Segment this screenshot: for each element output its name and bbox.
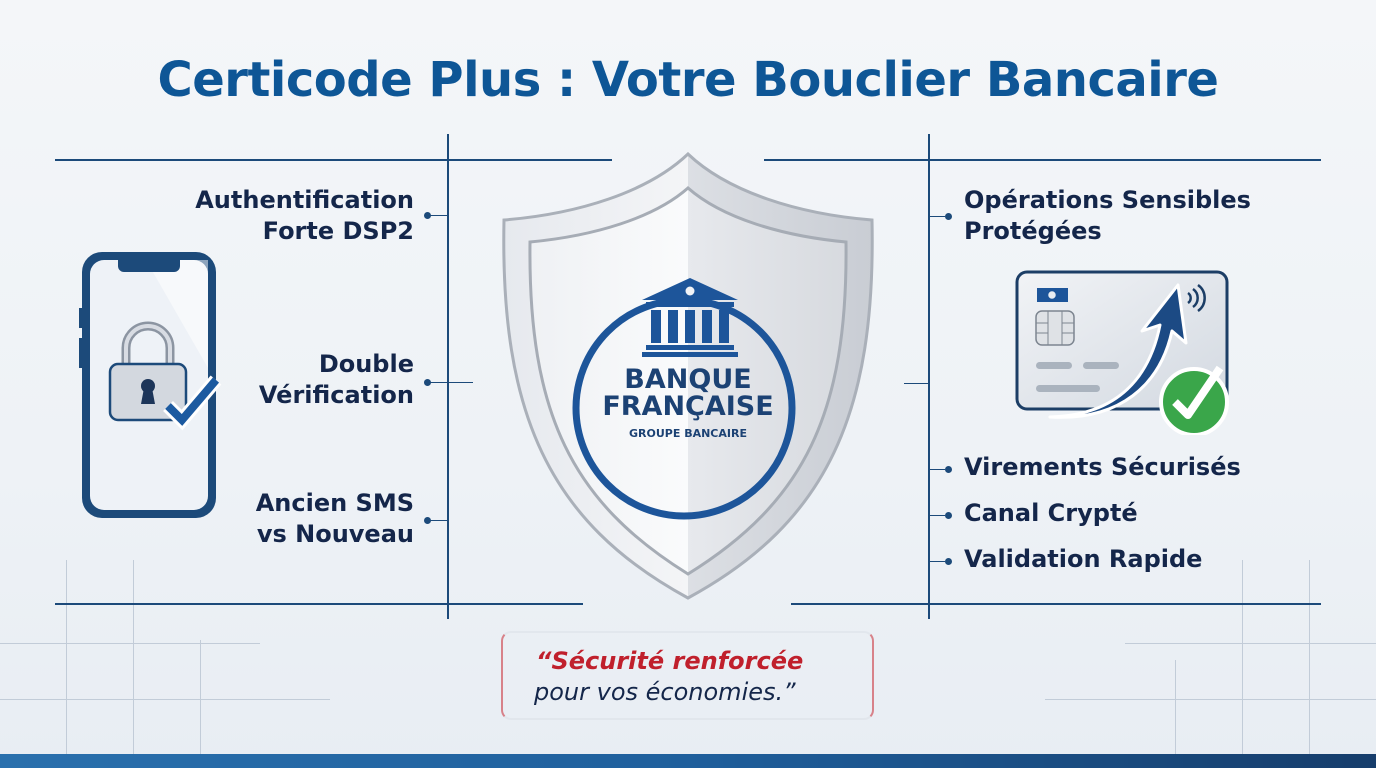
feature-sensitive-operations: Opérations Sensibles Protégées (964, 185, 1251, 247)
connector (929, 515, 945, 516)
grid-line (1309, 560, 1310, 754)
bank-name: BANQUE FRANÇAISE (580, 366, 796, 420)
connector (929, 469, 945, 470)
quote-line1: “Sécurité renforcée (536, 647, 804, 675)
feature-strong-auth: Authentification Forte DSP2 (150, 185, 414, 247)
bullet-dot (945, 512, 952, 519)
feature-text: Authentification (195, 186, 414, 214)
bottom-rule-right (791, 603, 1321, 605)
bank-building-icon (642, 278, 738, 357)
feature-text: vs Nouveau (256, 520, 414, 548)
connector (428, 215, 448, 216)
grid-line (0, 643, 260, 644)
grid-line (1242, 560, 1243, 754)
bullet-dot (424, 379, 431, 386)
bullet-dot (945, 466, 952, 473)
green-check-icon (1172, 365, 1224, 419)
grid-line (200, 640, 201, 754)
quote-line2: pour vos économies.” (534, 678, 796, 706)
bullet-dot (424, 517, 431, 524)
feature-encrypted-channel: Canal Crypté (964, 499, 1138, 527)
feature-double-verification: Double Vérification (150, 349, 414, 411)
feature-sms-comparison: Ancien SMS vs Nouveau (150, 488, 414, 550)
grid-line (1045, 699, 1376, 700)
connector (428, 382, 473, 383)
quote-frame (501, 631, 874, 720)
smartphone-lock-icon (79, 252, 222, 518)
credit-card-icon (1015, 270, 1229, 435)
bank-name-line1: BANQUE (624, 364, 752, 395)
feature-text: Double (318, 350, 414, 378)
vertical-rule-left (447, 134, 449, 619)
bullet-dot (945, 213, 952, 220)
footer-band (0, 754, 1376, 768)
top-rule-left (55, 159, 612, 161)
feature-text: Forte DSP2 (262, 217, 414, 245)
shield-emblem (502, 152, 874, 600)
bullet-dot (945, 558, 952, 565)
vertical-rule-right (928, 134, 930, 619)
grid-line (1175, 660, 1176, 754)
connector (929, 216, 945, 217)
grid-line (133, 560, 134, 754)
feature-text: Opérations Sensibles (964, 186, 1251, 214)
feature-text: Ancien SMS (255, 489, 414, 517)
connector (904, 383, 929, 384)
feature-text: Protégées (964, 217, 1102, 245)
feature-quick-validation: Validation Rapide (964, 545, 1203, 573)
feature-text: Vérification (258, 381, 414, 409)
page-title: Certicode Plus : Votre Bouclier Bancaire (157, 52, 1219, 108)
grid-line (1125, 643, 1376, 644)
connector (929, 561, 945, 562)
top-rule-right (764, 159, 1321, 161)
bullet-dot (424, 212, 431, 219)
bank-subtitle: GROUPE BANCAIRE (629, 427, 747, 440)
feature-secure-transfers: Virements Sécurisés (964, 453, 1241, 481)
grid-line (66, 560, 67, 754)
bank-name-line2: FRANÇAISE (602, 391, 774, 422)
connector (428, 520, 448, 521)
grid-line (0, 699, 330, 700)
bottom-rule-left (55, 603, 583, 605)
